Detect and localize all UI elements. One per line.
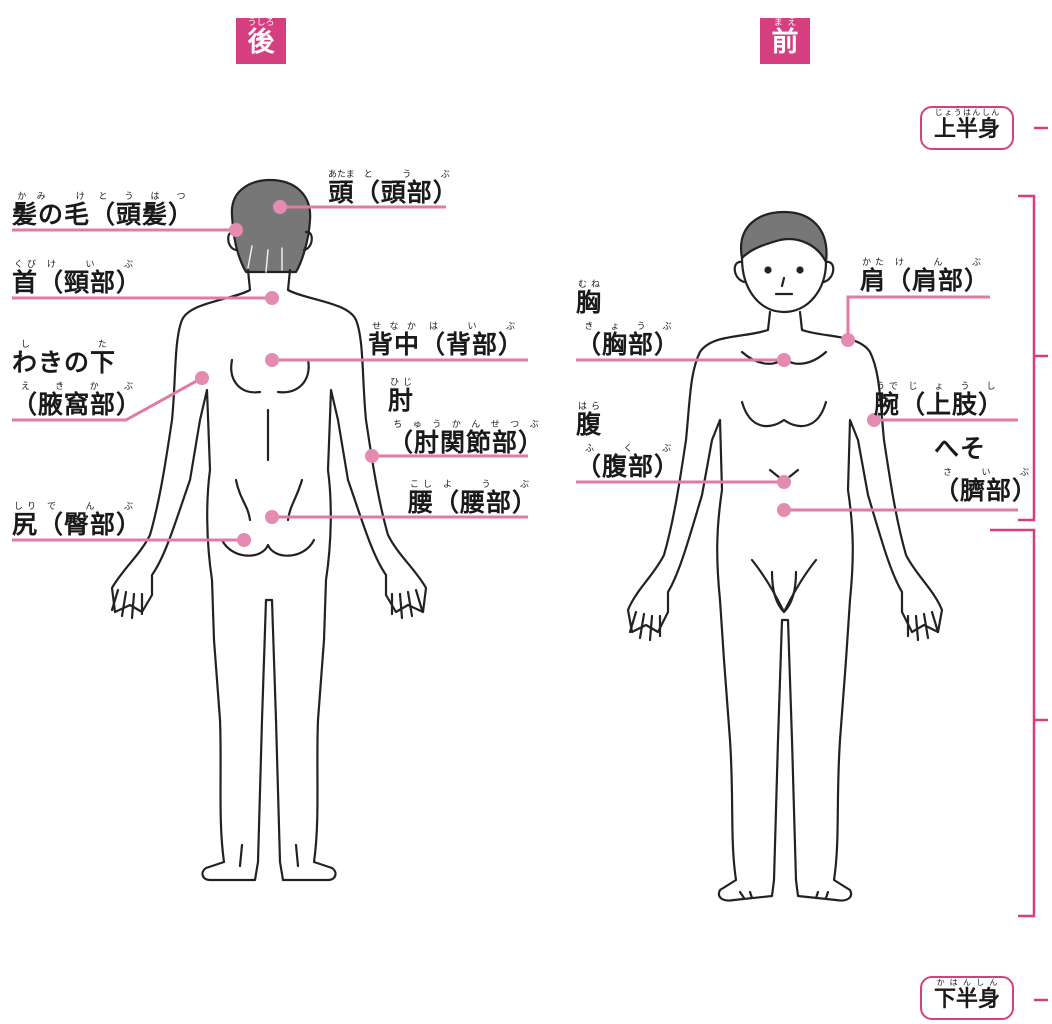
dot-buttocks: [237, 533, 251, 547]
label-chest-medical-reading: きょうぶ: [576, 322, 680, 332]
lower-body-reading: かはんしん: [934, 978, 1000, 987]
label-chest: 胸むね （胸部）きょうぶ: [576, 280, 680, 363]
dot-hair: [229, 223, 243, 237]
label-back-reading: せなか: [368, 322, 420, 332]
label-back-medical: （背部）: [420, 330, 524, 359]
back-header-kanji: 後: [247, 27, 274, 58]
label-waist: 腰こし（腰部）ようぶ: [408, 480, 538, 515]
label-elbow-term: 肘: [388, 386, 414, 415]
back-head: [232, 180, 310, 272]
dot-head: [273, 200, 287, 214]
back-header-reading: うしろ: [247, 18, 274, 28]
lower-body-box: 下半身かはんしん: [920, 976, 1014, 1020]
label-buttocks-term: 尻: [12, 510, 38, 539]
label-chest-medical: （胸部）: [576, 330, 680, 359]
upper-body-kanji: 上半身: [934, 116, 1000, 142]
back-figure: [112, 180, 426, 880]
label-neck-term: 首: [12, 268, 38, 297]
label-hair: 髪の毛かみ け（頭髪）とうはつ: [12, 192, 194, 227]
label-waist-term: 腰: [408, 488, 434, 517]
front-header: 前まえ: [760, 18, 810, 64]
dot-neck: [265, 291, 279, 305]
leader-shoulder: [848, 297, 990, 340]
label-arm-term: 腕: [874, 390, 900, 419]
label-waist-medical-reading: ようぶ: [434, 480, 538, 490]
label-neck: 首くび（頸部）けいぶ: [12, 260, 142, 295]
label-belly-term: 腹: [576, 410, 602, 439]
brackets: [990, 128, 1048, 1000]
label-navel-term: へそ: [934, 430, 1038, 468]
label-buttocks-reading: しり: [12, 502, 38, 512]
label-navel: へそ （臍部）さいぶ: [934, 430, 1038, 509]
label-armpit-medical: （腋窩部）: [12, 390, 142, 419]
label-neck-reading: くび: [12, 260, 38, 270]
label-chest-term: 胸: [576, 288, 602, 317]
front-header-reading: まえ: [772, 18, 799, 28]
label-head-reading: あたま: [328, 170, 355, 180]
label-navel-medical-reading: さいぶ: [934, 468, 1038, 478]
label-arm: 腕うで（上肢）じょうし: [874, 382, 1004, 417]
label-head-medical: （頭部）: [355, 178, 459, 207]
label-waist-reading: こし: [408, 480, 434, 490]
lower-bracket: [990, 530, 1048, 916]
label-elbow-medical: （肘関節部）: [388, 428, 544, 457]
label-neck-medical-reading: けいぶ: [38, 260, 142, 270]
label-armpit-medical-reading: えきかぶ: [12, 382, 142, 392]
label-shoulder: 肩かた（肩部）けんぶ: [860, 258, 990, 293]
label-neck-medical: （頸部）: [38, 268, 142, 297]
label-belly-medical-reading: ふくぶ: [576, 444, 680, 454]
label-shoulder-medical: （肩部）: [886, 266, 990, 295]
label-hair-reading: かみ け: [12, 192, 90, 202]
dot-shoulder: [841, 333, 855, 347]
label-arm-medical: （上肢）: [900, 390, 1004, 419]
label-shoulder-reading: かた: [860, 258, 886, 268]
label-head-term: 頭: [328, 178, 355, 207]
label-back: 背中せなか（背部）はいぶ: [368, 322, 524, 357]
dot-navel: [777, 503, 791, 517]
dot-waist: [265, 510, 279, 524]
label-arm-reading: うで: [874, 382, 900, 392]
front-face: [742, 239, 826, 312]
dot-belly: [777, 475, 791, 489]
label-chest-reading: むね: [576, 280, 602, 290]
label-arm-medical-reading: じょうし: [900, 382, 1004, 392]
label-back-term: 背中: [368, 330, 420, 359]
label-shoulder-medical-reading: けんぶ: [886, 258, 990, 268]
label-hair-medical-reading: とうはつ: [90, 192, 194, 202]
label-buttocks-medical-reading: でんぶ: [38, 502, 142, 512]
label-elbow: 肘ひじ （肘関節部）ちゅうかんせつぶ: [388, 378, 544, 461]
dot-chest: [777, 353, 791, 367]
label-shoulder-term: 肩: [860, 266, 886, 295]
dot-elbow: [365, 449, 379, 463]
label-buttocks: 尻しり（臀部）でんぶ: [12, 502, 142, 537]
label-belly: 腹はら （腹部）ふくぶ: [576, 402, 680, 485]
label-buttocks-medical: （臀部）: [38, 510, 142, 539]
dot-back: [265, 353, 279, 367]
label-head: 頭あたま（頭部）とうぶ: [328, 170, 459, 205]
label-armpit-reading: した: [12, 340, 116, 350]
label-back-medical-reading: はいぶ: [420, 322, 524, 332]
label-waist-medical: （腰部）: [434, 488, 538, 517]
label-head-medical-reading: とうぶ: [355, 170, 459, 180]
upper-body-reading: じょうはんしん: [934, 108, 1000, 117]
label-belly-reading: はら: [576, 402, 602, 412]
back-header: 後うしろ: [236, 18, 286, 64]
upper-body-box: 上半身じょうはんしん: [920, 106, 1014, 150]
dot-armpit: [195, 371, 209, 385]
lower-body-kanji: 下半身: [934, 986, 1000, 1012]
front-header-kanji: 前: [772, 27, 799, 58]
label-elbow-reading: ひじ: [388, 378, 414, 388]
label-elbow-medical-reading: ちゅうかんせつぶ: [388, 420, 544, 430]
label-armpit-term: わきの下: [12, 348, 116, 377]
label-navel-medical: （臍部）: [934, 476, 1038, 505]
label-hair-term: 髪の毛: [12, 200, 90, 229]
label-hair-medical: （頭髪）: [90, 200, 194, 229]
label-armpit: わきの下した （腋窩部）えきかぶ: [12, 340, 142, 423]
label-belly-medical: （腹部）: [576, 452, 680, 481]
